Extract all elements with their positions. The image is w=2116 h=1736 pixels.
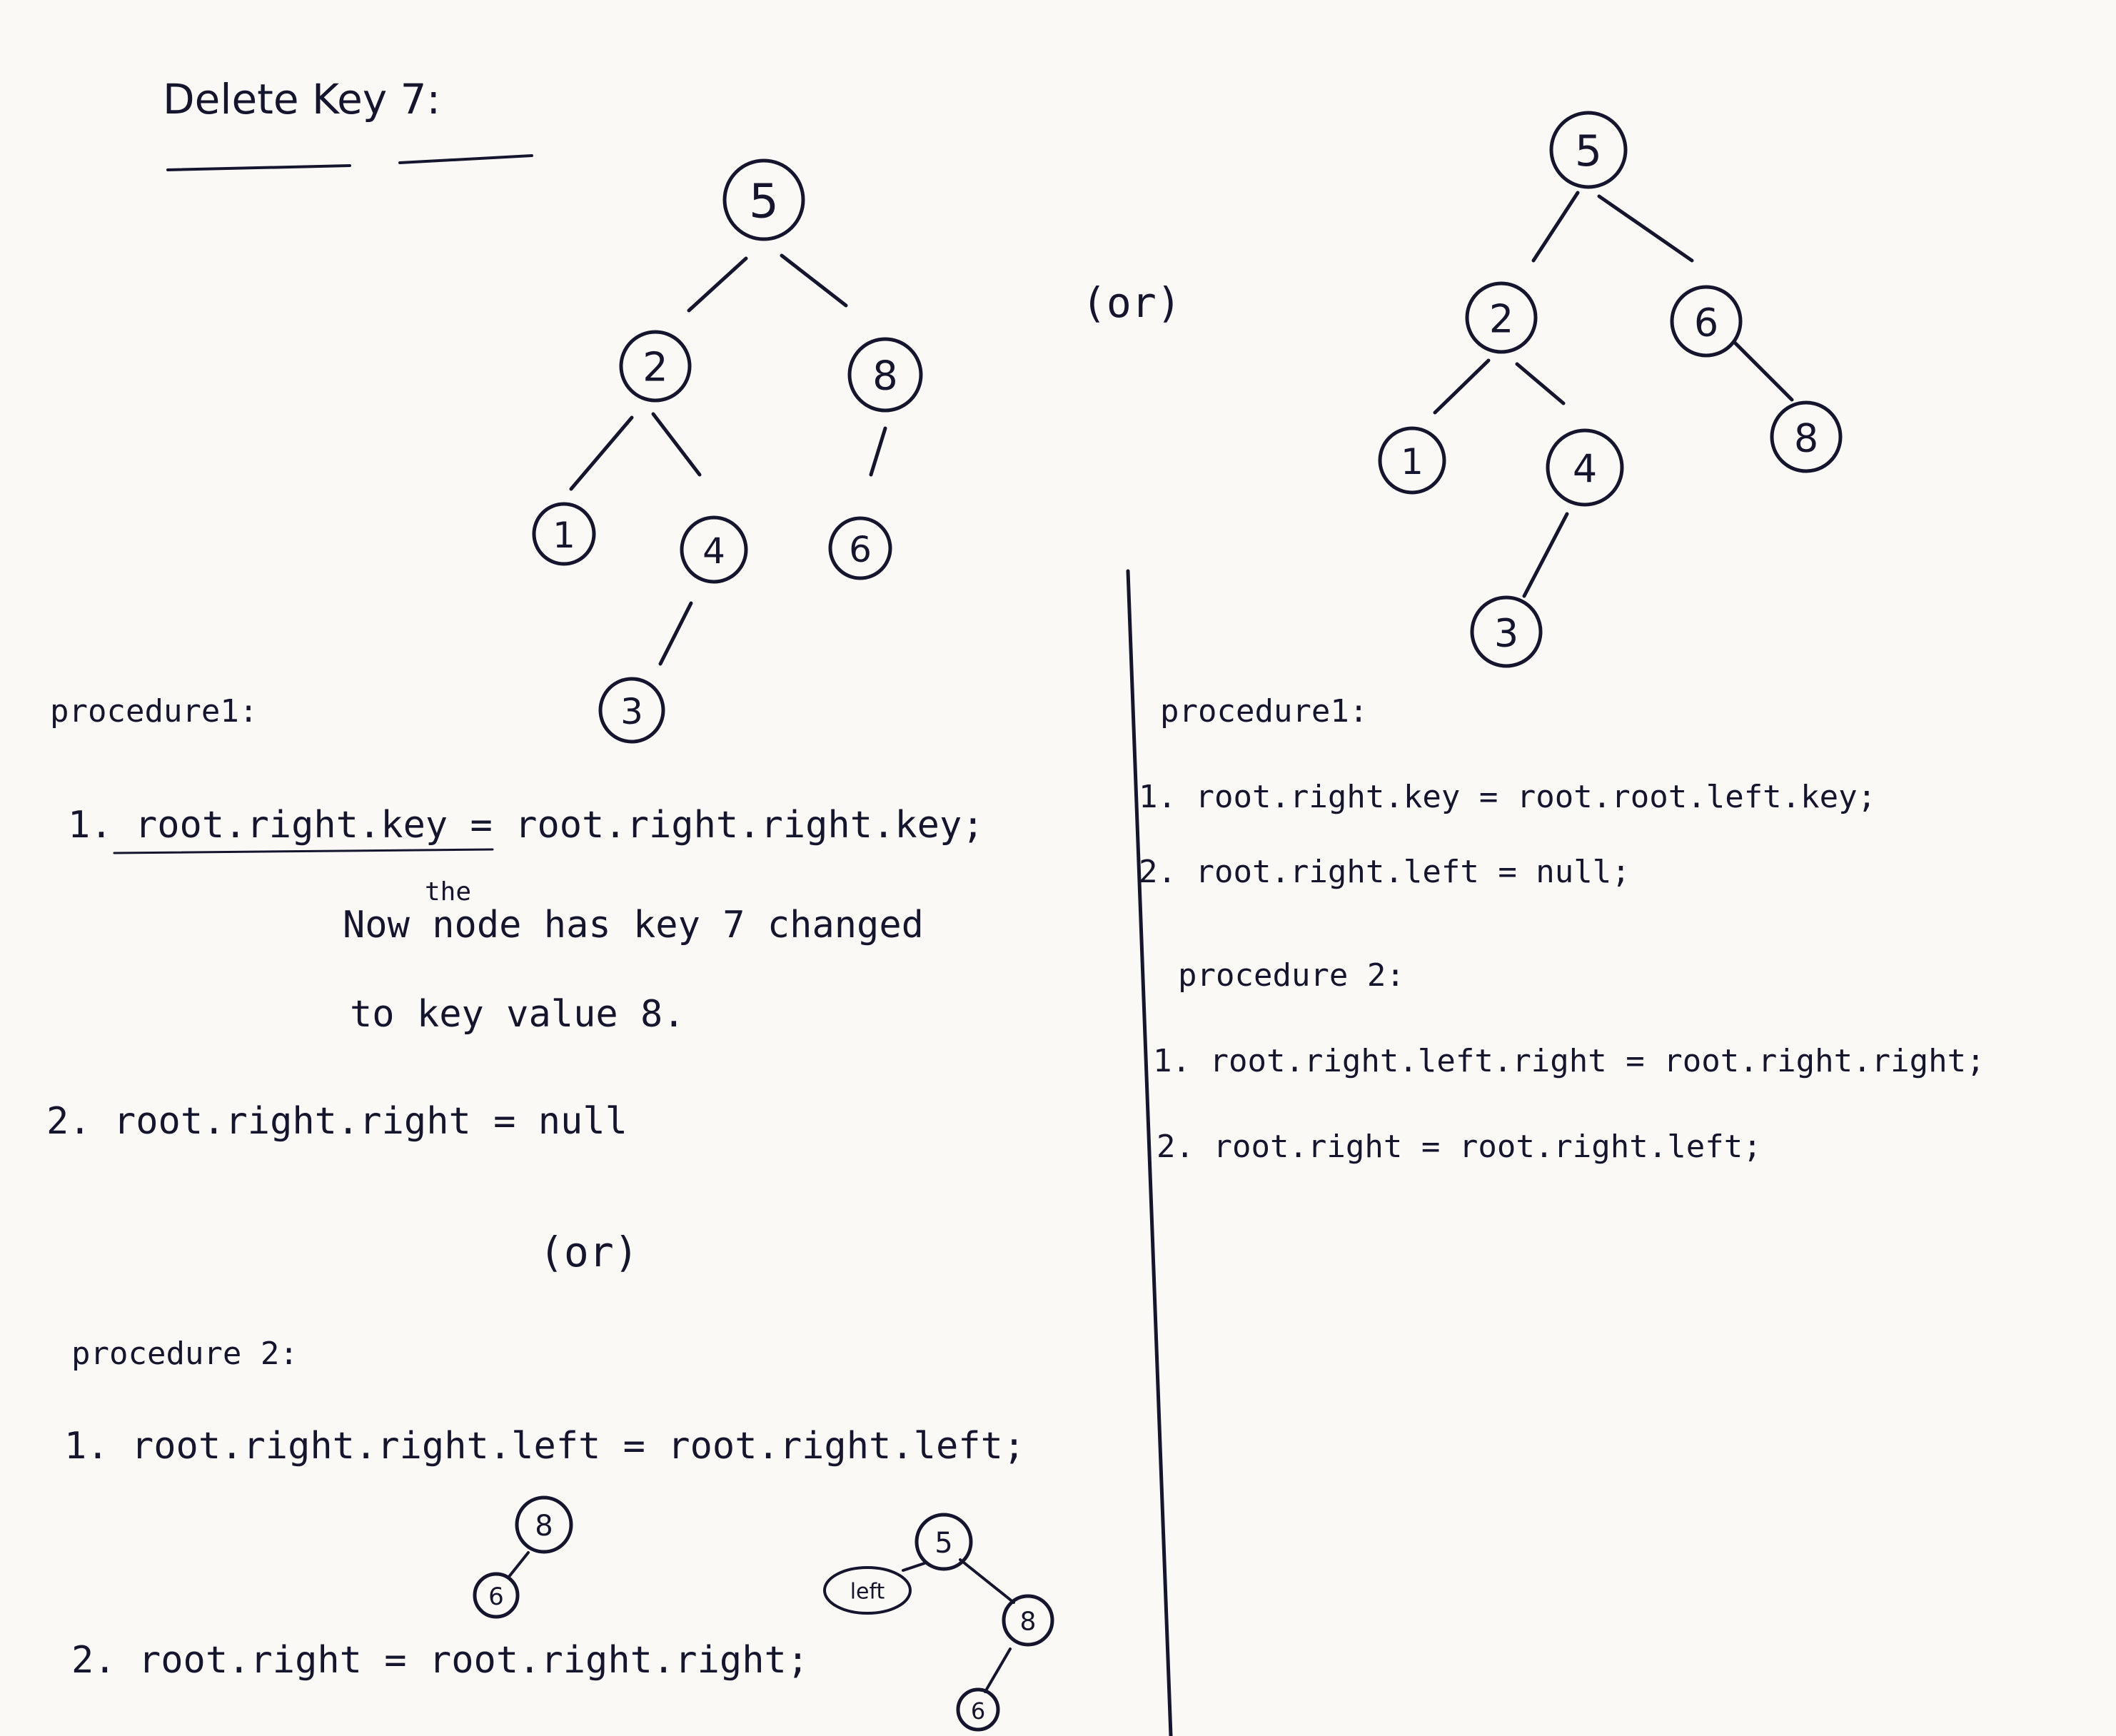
left-p1-note2: to key value 8. (350, 993, 685, 1036)
tree-node: 4 (680, 515, 748, 584)
tree-node: 1 (532, 502, 596, 566)
tree-node: 3 (1470, 595, 1543, 668)
tree-edge (1515, 362, 1566, 405)
tree-node: 3 (598, 677, 665, 744)
tree-edge (1433, 358, 1491, 415)
node-key: 1 (1401, 441, 1424, 483)
tree-edge (658, 601, 693, 666)
node-key: 5 (1575, 126, 1602, 176)
underline (113, 848, 494, 854)
tree-b: 5 2 6 1 4 8 3 (1378, 111, 1843, 668)
tree-node: 5 (915, 1513, 973, 1571)
node-key: 3 (620, 691, 643, 732)
node-key: 6 (488, 1583, 504, 1611)
left-label-outline (823, 1566, 912, 1615)
tree-node: 5 (722, 158, 805, 241)
tree-node: 5 (1549, 111, 1628, 189)
title-underline (398, 154, 533, 164)
node-key: 4 (702, 530, 725, 572)
left-p2-line2: 2. root.right = root.right.right; (71, 1639, 810, 1682)
node-key: 5 (749, 174, 779, 229)
tree-node: 6 (473, 1572, 520, 1619)
tree-edge (569, 415, 634, 491)
node-key: 2 (643, 345, 668, 391)
tree-node: 1 (1378, 426, 1446, 495)
node-key: 8 (872, 353, 898, 400)
left-p1-note1: Now node has key 7 changed (343, 904, 924, 947)
tree-a: 5 2 8 1 4 6 3 (532, 158, 923, 744)
left-label: left (850, 1580, 885, 1605)
left-or-label: (or) (539, 1228, 639, 1276)
node-key: 6 (1694, 301, 1718, 345)
tree-edge (507, 1551, 530, 1579)
tree-edge (651, 412, 702, 477)
tree-node: 8 (847, 337, 923, 413)
node-key: 1 (553, 515, 575, 556)
left-p1-note-the: the (425, 877, 472, 907)
tree-edge (1597, 194, 1694, 263)
tree-edge (1733, 340, 1794, 402)
left-p1-line2: 2. root.right.right = null (46, 1100, 628, 1143)
tree-node: 2 (1465, 281, 1538, 354)
tree-node: 2 (619, 330, 692, 403)
node-key: 4 (1573, 447, 1597, 492)
right-procedure2-heading: procedure 2: (1178, 957, 1405, 994)
left-p1-line1: 1. root.right.key = root.right.right.key… (68, 804, 984, 847)
tree-node: 4 (1546, 428, 1624, 507)
node-key: 6 (849, 529, 872, 570)
node-key: 3 (1494, 611, 1518, 656)
node-key: 5 (934, 1527, 952, 1560)
right-p1-line1: 1. root.right.key = root.root.left.key; (1139, 779, 1877, 815)
tree-edge (902, 1562, 926, 1572)
page-title: Delete Key 7: (163, 75, 441, 123)
right-procedure1-heading: procedure1: (1160, 693, 1369, 730)
left-procedure2-heading: procedure 2: (71, 1336, 298, 1372)
node-key: 6 (971, 1697, 985, 1725)
tree-edge (984, 1647, 1012, 1693)
node-key: 2 (1489, 297, 1513, 342)
tree-edge (1522, 512, 1569, 598)
sketch-small: 8 6 (473, 1495, 573, 1619)
node-key: 8 (1020, 1608, 1037, 1637)
tree-node: 6 (828, 516, 892, 580)
node-key: 8 (1794, 416, 1818, 461)
tree-node: 6 (956, 1687, 1000, 1732)
or-label-top: (or) (1082, 278, 1182, 327)
tree-edge (780, 253, 848, 308)
right-p2-line2: 2. root.right = root.right.left; (1157, 1129, 1762, 1165)
left-procedure1-heading: procedure1: (50, 693, 258, 730)
right-p1-line2: 2. root.right.left = null; (1139, 854, 1631, 890)
left-p2-line1: 1. root.right.right.left = root.right.le… (64, 1425, 1026, 1468)
tree-edge (687, 256, 748, 313)
tree-node: 8 (1770, 400, 1843, 473)
sketch-result: 5 left 8 6 (823, 1513, 1054, 1732)
tree-node: 6 (1670, 285, 1743, 358)
tree-node: 8 (515, 1495, 573, 1554)
column-divider (1126, 569, 1173, 1736)
title-underline (166, 164, 351, 171)
tree-edge (959, 1558, 1015, 1604)
tree-node: 8 (1002, 1594, 1054, 1647)
right-p2-line1: 1. root.right.left.right = root.right.ri… (1153, 1043, 1985, 1079)
tree-edge (869, 426, 887, 477)
node-key: 8 (535, 1510, 553, 1543)
tree-edge (1531, 191, 1580, 263)
